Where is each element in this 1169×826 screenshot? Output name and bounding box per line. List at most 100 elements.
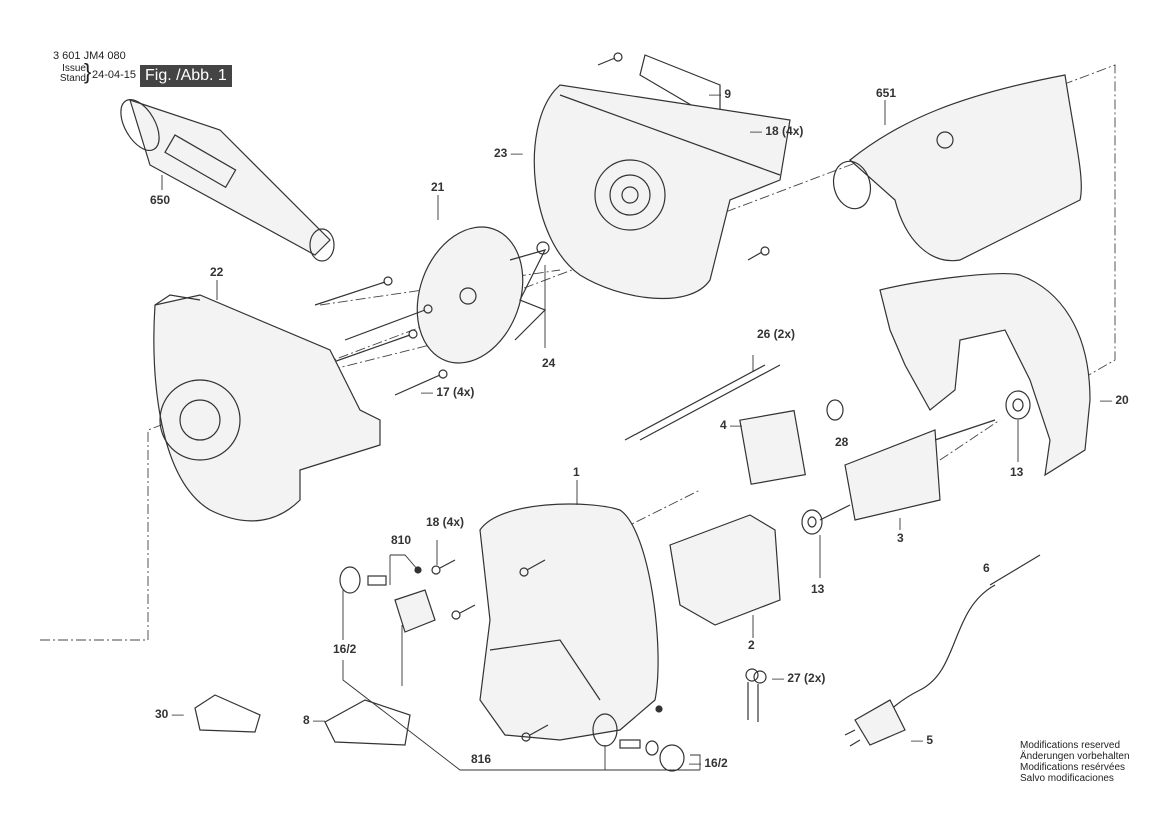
part-23-fan-cover[interactable] [533, 84, 791, 300]
part-number: 30 [155, 707, 169, 721]
part-28-bushing[interactable] [826, 399, 844, 421]
label-part-5[interactable]: — 5 [911, 733, 933, 747]
part-number: 651 [876, 86, 897, 100]
part-number: 4 [720, 418, 727, 432]
modifications-notice: Modifications reserved Änderungen vorbeh… [1020, 740, 1130, 784]
label-part-16-left[interactable]: 16/2 [333, 642, 356, 656]
leader-dash: — [726, 418, 743, 432]
label-part-6[interactable]: 6 [983, 561, 990, 575]
leader-dash: — [750, 124, 766, 138]
label-part-13-top[interactable]: 13 [1010, 465, 1023, 479]
label-part-3[interactable]: 3 [897, 531, 904, 545]
part-4-switch[interactable] [739, 409, 807, 485]
part-30-sheet[interactable] [194, 694, 261, 733]
leader-dash: — [709, 87, 725, 101]
modifications-line: Änderungen vorbehalten [1020, 751, 1130, 762]
part-651-dust-bag[interactable] [828, 74, 1082, 262]
part-13-bearing-bottom[interactable] [801, 509, 823, 535]
part-number: 23 [494, 146, 508, 160]
part-number: 13 [811, 582, 825, 596]
assembly-line [539, 489, 701, 571]
issue-label: Issue [62, 63, 86, 74]
part-18-screws-bottom[interactable] [431, 559, 549, 742]
modifications-line: Modifications resérvées [1020, 762, 1126, 773]
label-part-650[interactable]: 650 [150, 193, 170, 207]
label-part-2[interactable]: 2 [748, 638, 755, 652]
part-number: 22 [210, 265, 224, 279]
label-part-26[interactable]: 26 (2x) [757, 327, 795, 341]
part-26-wires[interactable] [624, 364, 781, 441]
part-number: 6 [983, 561, 990, 575]
label-part-18-top[interactable]: — 18 (4x) [750, 124, 803, 138]
part-number: 16/2 [333, 642, 357, 656]
label-part-24[interactable]: 24 [542, 356, 555, 370]
label-part-17[interactable]: — 17 (4x) [421, 385, 474, 399]
leader-dash: — [1100, 393, 1116, 407]
label-part-22[interactable]: 22 [210, 265, 223, 279]
part-number: 8 [303, 713, 310, 727]
leader-dash: — [772, 671, 788, 685]
part-2-field-coil[interactable] [669, 514, 781, 626]
part-13-bearing-top[interactable] [1005, 390, 1031, 420]
label-part-9[interactable]: — 9 [709, 87, 731, 101]
part-number: 17 (4x) [436, 385, 475, 399]
brace-icon: } [84, 59, 92, 84]
part-code: 3 601 JM4 080 [53, 50, 126, 62]
label-part-1[interactable]: 1 [573, 465, 580, 479]
label-part-27[interactable]: — 27 (2x) [772, 671, 825, 685]
part-810-brushes[interactable] [339, 566, 436, 633]
label-part-8[interactable]: 8 — [303, 713, 325, 727]
part-number: 810 [391, 533, 412, 547]
part-number: 3 [897, 531, 904, 545]
modifications-line: Modifications reserved [1020, 740, 1121, 751]
part-8-sheet[interactable] [324, 699, 411, 746]
leader-dash: — [168, 707, 184, 721]
leader-dash: — [911, 733, 927, 747]
part-number: 16/2 [704, 756, 728, 770]
label-part-816[interactable]: 816 [471, 752, 491, 766]
part-16-cap-right[interactable] [592, 705, 685, 772]
label-part-28[interactable]: 28 [835, 435, 848, 449]
stand-label: Stand [59, 73, 86, 84]
part-number: 13 [1010, 465, 1024, 479]
label-part-651[interactable]: 651 [876, 86, 896, 100]
label-part-810[interactable]: 810 [391, 533, 411, 547]
label-part-30[interactable]: 30 — [155, 707, 184, 721]
part-24-nut[interactable] [536, 241, 550, 255]
part-number: 28 [835, 435, 849, 449]
part-number: 18 (4x) [765, 124, 804, 138]
part-650-tube[interactable] [113, 93, 335, 262]
leader [690, 754, 701, 770]
label-part-21[interactable]: 21 [431, 180, 444, 194]
part-number: 9 [724, 87, 732, 101]
part-number: 650 [150, 193, 171, 207]
part-number: 24 [542, 356, 556, 370]
part-1-motor-housing[interactable] [479, 503, 659, 741]
label-part-16-right[interactable]: — 16/2 [689, 756, 728, 770]
part-17-screws[interactable] [314, 276, 448, 396]
label-part-18-bottom[interactable]: 18 (4x) [426, 515, 464, 529]
part-22-housing[interactable] [153, 294, 381, 522]
leader-dash: — [689, 756, 705, 770]
assembly-line-outer [147, 64, 1116, 640]
part-27-terminals[interactable] [745, 668, 767, 722]
part-3-armature[interactable] [819, 419, 996, 521]
label-part-4[interactable]: 4 — [720, 418, 742, 432]
label-part-13-bottom[interactable]: 13 [811, 582, 824, 596]
label-part-20[interactable]: — 20 [1100, 393, 1129, 407]
leader [390, 554, 419, 571]
part-6-5-cord-plug[interactable] [844, 554, 1041, 747]
part-21-fan[interactable] [399, 212, 547, 378]
leader-dash: — [421, 385, 437, 399]
issue-date: 24-04-15 [92, 69, 137, 81]
part-number: 21 [431, 180, 445, 194]
part-number: 18 (4x) [426, 515, 465, 529]
modifications-line: Salvo modificaciones [1020, 773, 1114, 784]
label-part-23[interactable]: 23 — [494, 146, 523, 160]
part-number: 1 [573, 465, 580, 479]
leader-816 [342, 660, 700, 771]
part-20-handle[interactable] [879, 273, 1091, 477]
part-number: 5 [926, 733, 934, 747]
part-number: 20 [1115, 393, 1129, 407]
